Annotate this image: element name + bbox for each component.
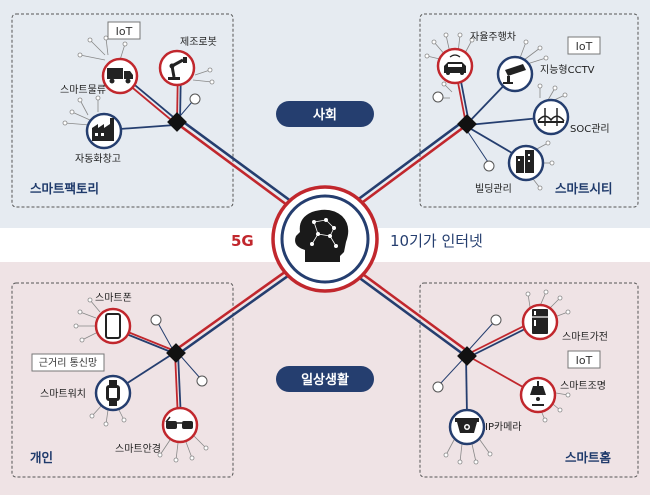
truck-icon [107,68,133,84]
smart-glasses-icon [165,416,193,429]
cctv-node [496,55,534,93]
soc-label: SOC관리 [570,123,610,135]
refrigerator-icon [532,309,548,334]
warehouse-label: 자동화창고 [75,153,121,165]
smart-home-branches [439,321,531,416]
watch-label: 스마트워치 [40,387,86,400]
lighting-node [519,376,557,414]
appliance-node [521,303,559,341]
smart-factory-iot-badge-text: IoT [116,25,133,38]
personal-small-connectors [73,297,209,463]
building-icon [516,150,534,173]
smart-city-hollow-node-2 [432,91,444,103]
smart-city-hub [457,114,477,134]
smart-home-iot-badge-text: IoT [576,354,593,367]
smart-factory-iot-badge [107,21,141,40]
glasses-label: 스마트안경 [115,442,161,455]
smart-home-panel [419,282,639,478]
glasses-node [161,406,199,444]
society-pill [276,101,374,127]
smart-city-iot-badge-text: IoT [576,40,593,53]
personal-lan-badge-text: 근거리 통신망 [39,357,97,369]
cctv-icon [503,64,526,84]
robot-label: 제조로봇 [180,36,217,48]
personal-lan-badge [31,353,105,372]
center-hub [271,185,379,293]
building-node [507,144,545,182]
label-10g-internet: 10기가 인터넷 [390,232,483,250]
robot-node [158,49,196,87]
ip-camera-icon [455,418,479,433]
camera-node [448,408,486,446]
warehouse-node [85,112,123,150]
smart-factory-hollow-node [189,93,201,105]
smart-home-title: 스마트홈 [565,450,612,465]
phone-node [94,307,132,345]
camera-label: IP카메라 [485,421,522,433]
factory-icon [92,118,114,141]
logistics-label: 스마트물류 [60,84,106,96]
personal-panel [11,282,234,478]
soc-node [532,98,570,136]
lamp-icon [530,381,546,406]
logistics-node [101,57,139,95]
smart-city-panel [419,13,639,208]
car-node [436,47,474,85]
smart-home-small-connectors [443,289,571,465]
smart-city-iot-badge [567,36,601,55]
car-icon [444,54,466,75]
smart-home-hollow-node [490,314,502,326]
personal-title: 개인 [30,450,53,465]
personal-hollow-node-2 [196,375,208,387]
lighting-label: 스마트조명 [560,380,606,392]
ai-brain-icon [295,209,349,262]
daily-life-pill-label: 일상생활 [301,372,349,388]
smart-home-iot-badge [567,350,601,369]
society-pill-label: 사회 [313,107,337,123]
smart-home-hollow-node-2 [432,381,444,393]
bridge-icon [537,108,565,126]
watch-node [94,374,132,412]
smartwatch-icon [106,380,120,406]
cctv-label: 지능형CCTV [540,64,595,76]
building-label: 빌딩관리 [475,183,512,195]
personal-hollow-node [150,314,162,326]
label-5g: 5G [231,232,254,250]
robot-arm-icon [168,57,187,80]
smart-factory-hub [167,112,187,132]
smart-city-hollow-node [483,160,495,172]
daily-life-pill [276,366,374,392]
smart-factory-title: 스마트팩토리 [30,181,99,196]
smart-factory-small-connectors [62,35,215,126]
smart-home-hub [457,346,477,366]
smartphone-icon [105,313,121,339]
smart-city-title: 스마트시티 [555,181,613,196]
appliance-label: 스마트가전 [562,331,608,343]
smart-factory-panel [11,13,234,208]
car-label: 자율주행차 [470,31,516,43]
phone-label: 스마트폰 [95,292,132,304]
personal-hub [166,343,186,363]
